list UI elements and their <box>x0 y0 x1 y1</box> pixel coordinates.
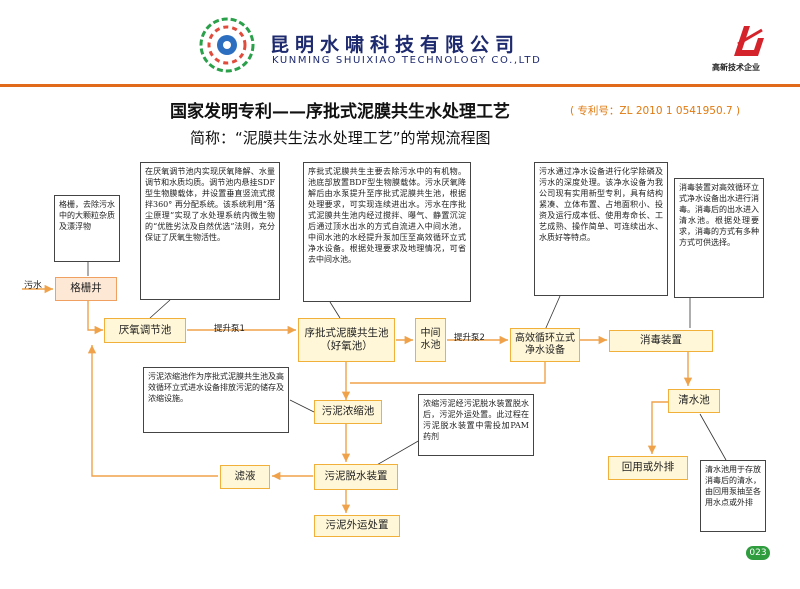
page-number: 023 <box>746 546 770 560</box>
grille-note: 格栅，去除污水中的大颗粒杂质及漂浮物 <box>54 195 120 262</box>
sbr-note: 序批式泥膜共生主要去除污水中的有机物。池底部放置BDF型生物膜载体。污水厌氧降解… <box>303 162 471 302</box>
thick-note-pointer <box>289 399 315 413</box>
high-tech-badge-text: 高新技术企业 <box>712 63 760 72</box>
grille-well-box: 格栅井 <box>55 277 117 301</box>
reuse-discharge-box: 回用或外排 <box>608 456 688 480</box>
filter-sludge-line <box>350 361 546 384</box>
disinfection-unit-box: 消毒装置 <box>609 330 713 352</box>
filter-unit-box: 高效循环立式净水设备 <box>510 328 580 362</box>
clear-water-note: 清水池用于存放消毒后的清水，由回用泵抽至各用水点或外排 <box>700 460 766 532</box>
clear-note-pointer <box>699 413 727 461</box>
sludge-thickener-box: 污泥浓缩池 <box>314 400 382 424</box>
anaerobic-note: 在厌氧调节池内实现厌氧降解、水量调节和水质均质。调节池内悬挂SDF型生物膜载体，… <box>140 162 280 300</box>
sludge-disposal-box: 污泥外运处置 <box>314 515 400 537</box>
sbr-tank-box: 序批式泥膜共生池（好氧池） <box>298 318 395 362</box>
filtrate-box: 滤液 <box>220 465 270 489</box>
disinfection-note: 消毒装置对高效循环立式净水设备出水进行消毒。消毒后的出水进入清水池。根据处理要求… <box>674 178 764 298</box>
sludge-dewatering-note: 浓缩污泥经污泥脱水装置脱水后，污泥外运处置。此过程在污泥脱水装置中需投加PAM药… <box>418 394 534 456</box>
sludge-dewatering-box: 污泥脱水装置 <box>314 464 398 490</box>
filter-note: 污水通过净水设备进行化学除磷及污水的深度处理。该净水设备为我公司现有实用新型专利… <box>534 162 668 296</box>
middle-tank-box: 中间水池 <box>415 318 446 362</box>
anaerobic-note-pointer <box>149 299 171 319</box>
sludge-thickener-note: 污泥浓缩池作为序批式泥膜共生池及高效循环立式进水设备排放污泥的储存及浓缩设施。 <box>143 367 289 433</box>
high-tech-enterprise-icon <box>734 26 764 56</box>
page-subtitle: 简称：“泥膜共生法水处理工艺”的常规流程图 <box>190 129 491 147</box>
filter-note-pointer <box>544 295 561 331</box>
grille-to-anaerobic-arrow <box>87 301 103 335</box>
clear-to-reuse-arrow <box>647 401 668 454</box>
pump1-label: 提升泵1 <box>214 324 245 334</box>
sbr-note-pointer <box>329 301 341 319</box>
pump2-label: 提升泵2 <box>454 333 485 343</box>
patent-number: ( 专利号：ZL 2010 1 0541950.7 ) <box>570 105 741 117</box>
header-divider <box>0 84 800 87</box>
company-logo-icon <box>199 17 255 73</box>
inflow-label: 污水 <box>24 281 43 291</box>
dewater-note-pointer <box>374 439 421 467</box>
anaerobic-tank-box: 厌氧调节池 <box>104 318 186 343</box>
company-name-en: KUNMING SHUIXIAO TECHNOLOGY CO.,LTD <box>272 55 542 66</box>
clear-water-tank-box: 清水池 <box>668 389 720 413</box>
page-title: 国家发明专利——序批式泥膜共生水处理工艺 <box>170 102 510 122</box>
filtrate-return-arrow <box>87 345 218 477</box>
company-name-cn: 昆明水啸科技有限公司 <box>270 34 521 56</box>
